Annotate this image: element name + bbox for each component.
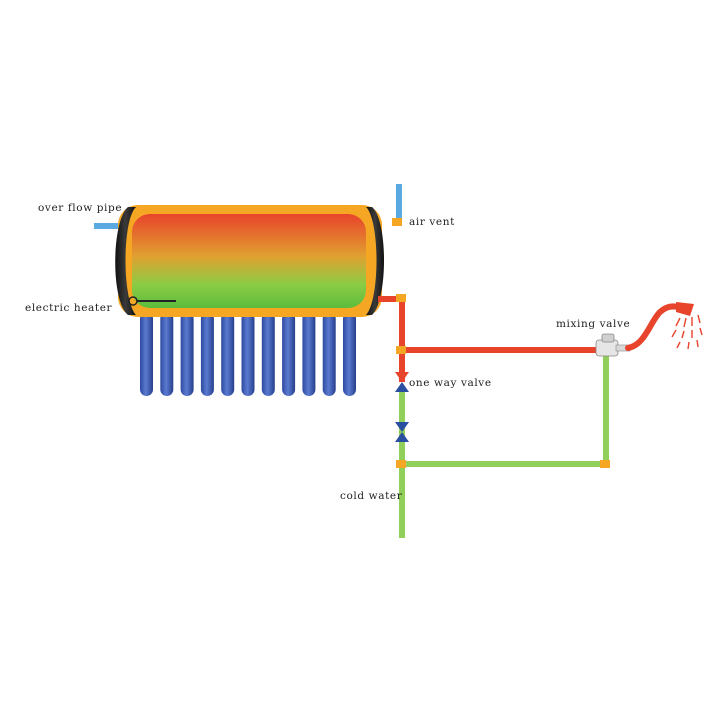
water-drop (671, 329, 677, 338)
label-cold-water: cold water (340, 490, 403, 502)
one-way-valve (395, 372, 409, 392)
mixing-valve (595, 333, 631, 357)
label-overflow-pipe: over flow pipe (38, 202, 122, 214)
water-drop (696, 339, 699, 348)
hot-water-pipe (378, 294, 599, 382)
evacuated-tube (140, 312, 153, 396)
tank-left-cap (115, 207, 136, 315)
water-spray (671, 314, 703, 350)
overflow-pipe (94, 223, 124, 229)
storage-tank (115, 205, 384, 317)
evacuated-tube (221, 312, 235, 396)
water-drop (676, 341, 681, 349)
evacuated-tube (302, 312, 316, 396)
evacuated-tubes (139, 310, 357, 396)
water-drop (683, 317, 687, 328)
evacuated-tube (180, 312, 194, 396)
evacuated-tube (282, 312, 296, 396)
air-vent-pipe (396, 184, 402, 222)
water-drop (699, 327, 703, 336)
air-vent-fitting (392, 218, 402, 226)
water-drop (675, 317, 681, 327)
shower-hose (625, 303, 687, 351)
evacuated-tube (241, 312, 255, 396)
tank-inner (132, 214, 366, 308)
evacuated-tube (343, 312, 356, 396)
electric-heater (128, 296, 176, 306)
evacuated-tube (322, 312, 336, 396)
shower-head (676, 302, 694, 316)
water-drop (681, 330, 685, 339)
cold-water-valve (395, 422, 409, 442)
label-air-vent: air vent (409, 216, 455, 228)
label-one-way-valve: one way valve (409, 377, 492, 389)
label-mixing-valve: mixing valve (556, 318, 630, 330)
water-drop (687, 341, 690, 350)
evacuated-tube (200, 312, 214, 396)
label-electric-heater: electric heater (25, 302, 113, 314)
evacuated-tube (261, 312, 275, 396)
tank-right-cap (366, 207, 384, 315)
water-drop (697, 314, 701, 324)
evacuated-tube (160, 312, 174, 396)
cold-water-pipe (396, 354, 610, 538)
